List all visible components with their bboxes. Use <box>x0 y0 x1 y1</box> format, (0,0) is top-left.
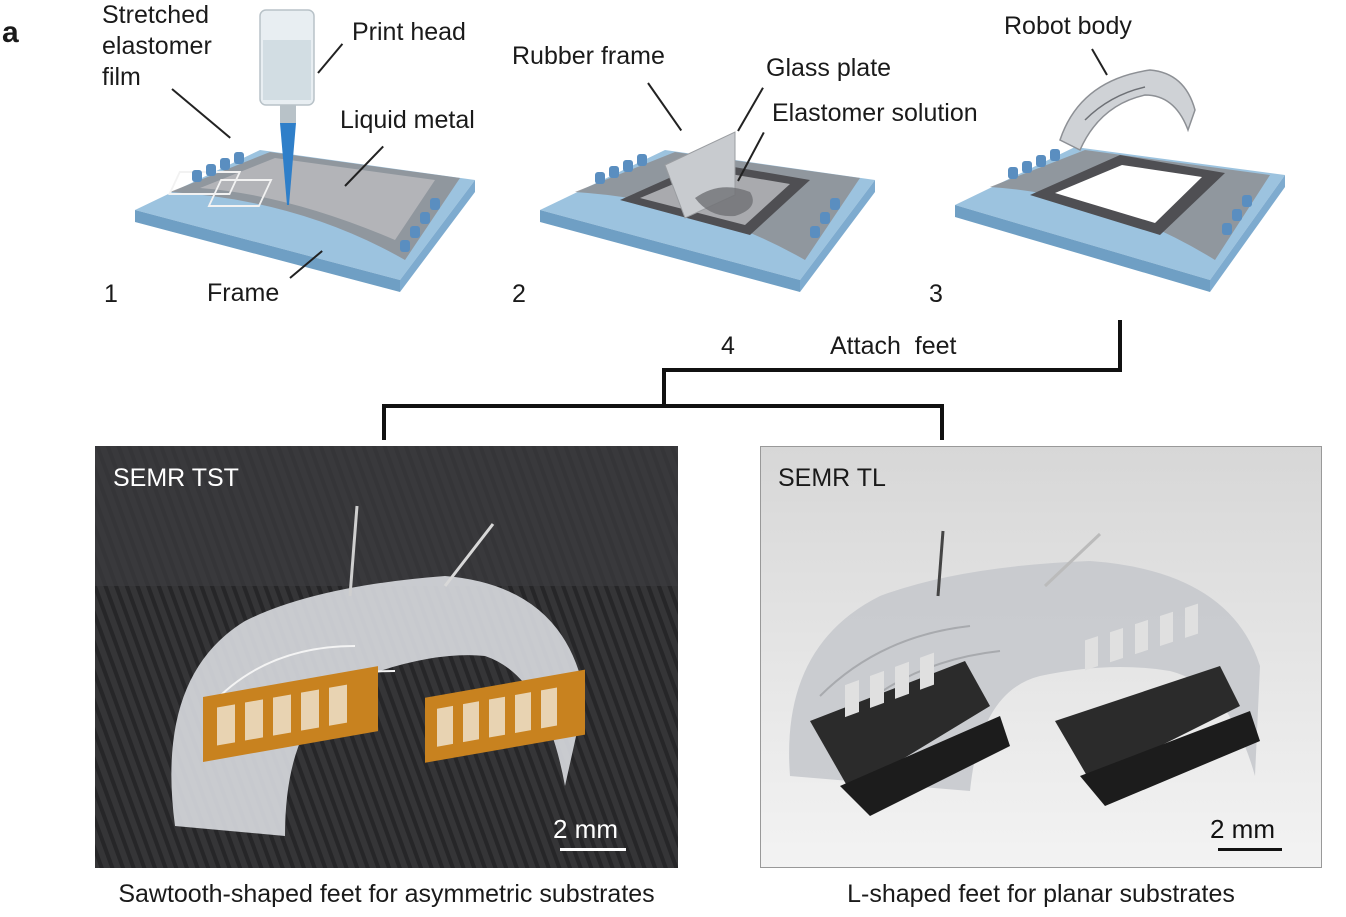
scale-text-tl: 2 mm <box>1210 814 1275 844</box>
panel-letter: a <box>2 16 19 49</box>
label-frame: Frame <box>207 279 280 307</box>
pin-row-right-3 <box>1222 195 1252 235</box>
wire-2-tl <box>1043 532 1102 588</box>
label-rubber-frame: Rubber frame <box>512 42 665 70</box>
l-foot-left <box>810 652 1010 816</box>
connector-left-leg <box>382 404 386 440</box>
wire-1-tst <box>348 505 359 597</box>
frame-side-3 <box>955 205 1210 292</box>
step-number-1: 1 <box>104 280 118 308</box>
syringe-liquid <box>263 40 311 100</box>
connector-down <box>1118 320 1122 372</box>
connector-horizontal <box>662 368 1122 372</box>
photo-label-tl: SEMR TL <box>778 464 886 492</box>
connector-right-leg <box>940 404 944 440</box>
connector-split <box>382 404 944 408</box>
sawtooth-foot-right <box>425 669 585 763</box>
pin-row-left <box>192 152 244 182</box>
pin-row-right <box>400 198 440 252</box>
frame-side <box>135 210 400 292</box>
syringe-neck <box>280 105 296 123</box>
frame-side-2 <box>540 210 800 292</box>
label-glass-plate: Glass plate <box>766 54 892 82</box>
step-number-3: 3 <box>929 280 943 308</box>
photo-semr-tst: SEMR TST 2 mm <box>95 446 678 868</box>
photo-label-tst: SEMR TST <box>113 464 239 492</box>
connector-mid <box>662 368 666 408</box>
substrate-background <box>95 446 678 586</box>
step-number-4: 4 <box>721 332 735 360</box>
elastomer-solution <box>695 187 753 217</box>
film-surface <box>200 158 435 240</box>
attach-feet-label: Attach feet <box>830 332 957 360</box>
pin-row-left-3 <box>1008 149 1060 179</box>
pin-row-left-2 <box>595 154 647 184</box>
frame-opening <box>1055 165 1202 223</box>
pin-row-right-2 <box>810 198 840 238</box>
scale-bar-tl <box>1218 848 1282 851</box>
caption-tst: Sawtooth-shaped feet for asymmetric subs… <box>118 880 655 908</box>
frame-side-right-3 <box>1210 175 1285 292</box>
photo-semr-tl: SEMR TL 2 mm <box>760 446 1322 868</box>
step-number-2: 2 <box>512 280 526 308</box>
label-liquid-metal: Liquid metal <box>340 106 475 134</box>
photo-semr-tst-art <box>95 446 678 868</box>
robot-body <box>1059 69 1196 152</box>
scale-bar-tst <box>560 848 626 851</box>
step1-illustration <box>135 9 475 292</box>
wire-2-tst <box>443 523 495 587</box>
liquid-metal-coil <box>207 179 273 207</box>
robot-arch-tst <box>171 576 585 836</box>
frame-side-right-2 <box>800 180 875 292</box>
robot-body-trace <box>1084 86 1146 121</box>
label-print-head: Print head <box>352 18 466 46</box>
wire-1-tl <box>936 530 945 597</box>
frame-side-right <box>400 180 475 292</box>
photo-semr-tl-art <box>761 447 1321 867</box>
scale-text-tst: 2 mm <box>553 814 618 844</box>
print-tip <box>280 123 296 205</box>
l-foot-right <box>1055 603 1260 806</box>
label-stretched-film: Stretched elastomer film <box>102 1 212 91</box>
caption-tl: L-shaped feet for planar substrates <box>847 880 1235 908</box>
sawtooth-foot-left <box>203 666 378 762</box>
step3-illustration <box>955 69 1285 292</box>
label-robot-body: Robot body <box>1004 12 1132 40</box>
step2-illustration <box>540 131 875 292</box>
label-elastomer-solution: Elastomer solution <box>772 99 978 127</box>
